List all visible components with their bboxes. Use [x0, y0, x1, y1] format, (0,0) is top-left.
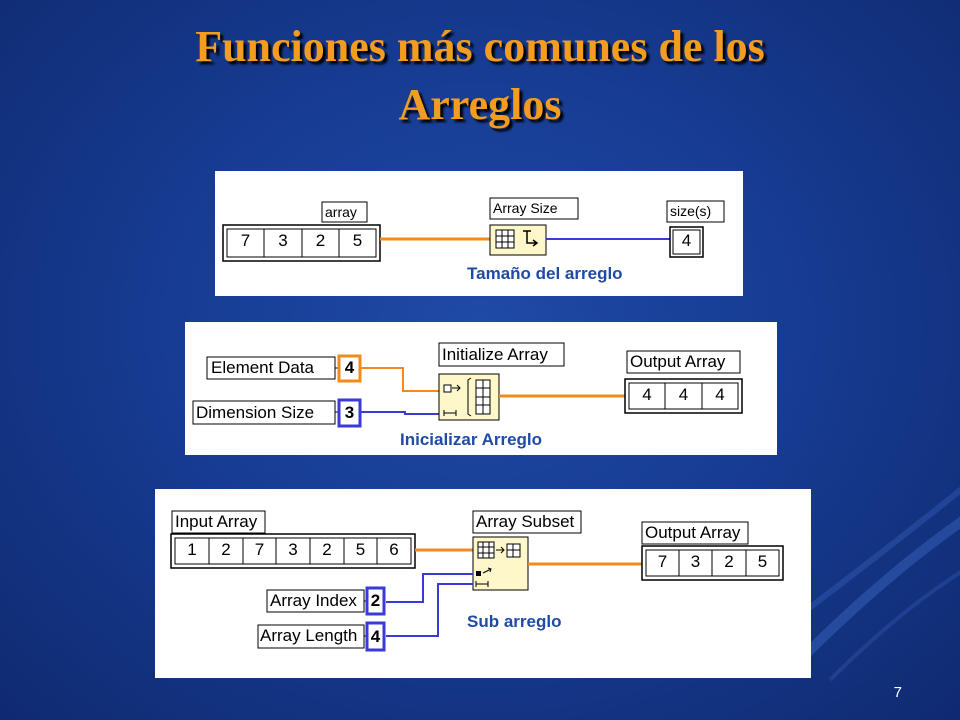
initialize-array-wiring: [192, 342, 743, 428]
array-subset-diagram: Input Array 1 2 7 3 2 5 6 Array Subset O…: [155, 489, 811, 678]
dimension-size-label: Dimension Size: [196, 403, 315, 422]
array-size-function-label: Array Size: [493, 200, 558, 216]
output-array-label: Output Array: [630, 352, 726, 371]
input-array-label: Input Array: [175, 512, 258, 531]
array-size-caption: Tamaño del arreglo: [467, 264, 623, 283]
array-subset-caption: Sub arreglo: [467, 612, 562, 631]
input-array-cell: 1: [187, 540, 197, 559]
title-line-2: Arreglos: [398, 80, 562, 129]
array-index-label: Array Index: [270, 591, 357, 610]
input-array-cell: 6: [389, 540, 399, 559]
array-subset-function-label: Array Subset: [476, 512, 575, 531]
initialize-array-function-label: Initialize Array: [442, 345, 548, 364]
array-size-icon: [489, 224, 547, 256]
page-number: 7: [893, 684, 902, 701]
title-line-1: Funciones más comunes de los: [195, 22, 765, 71]
array-length-value: 4: [370, 627, 381, 646]
output-array-cell: 4: [678, 385, 689, 404]
output-array-cell: 7: [657, 552, 668, 571]
array-index-value: 2: [370, 591, 381, 610]
array-label: array: [325, 204, 357, 220]
output-array-cell: 2: [724, 552, 734, 571]
array-cell: 5: [352, 231, 363, 250]
size-output-label: size(s): [670, 203, 712, 219]
input-array-cell: 2: [221, 540, 231, 559]
output-array-cell: 4: [715, 385, 725, 404]
input-array-cell: 2: [322, 540, 332, 559]
input-array-cell: 3: [288, 540, 298, 559]
input-array-cell: 7: [254, 540, 265, 559]
array-subset-wiring: [170, 510, 784, 652]
initialize-array-caption: Inicializar Arreglo: [400, 430, 543, 449]
size-output-value: 4: [681, 231, 692, 250]
output-array-cell: 3: [690, 552, 701, 571]
output-array-label: Output Array: [645, 523, 741, 542]
array-cell: 7: [240, 231, 251, 250]
output-array-cell: 5: [757, 552, 768, 571]
initialize-array-diagram: Element Data 4 Dimension Size 3 Initiali…: [185, 322, 777, 455]
initialize-array-icon: [438, 373, 500, 421]
array-subset-icon: [472, 536, 529, 591]
element-data-value: 4: [344, 358, 355, 377]
array-size-diagram: array 7 3 2 5 Array Size size(s) 4 Tamañ…: [215, 171, 743, 296]
slide-title: Funciones más comunes de los Arreglos: [0, 18, 960, 134]
array-length-label: Array Length: [260, 626, 358, 645]
output-array-cell: 4: [642, 385, 652, 404]
array-cell: 3: [278, 231, 288, 250]
dimension-size-value: 3: [344, 403, 355, 422]
input-array-cell: 5: [355, 540, 366, 559]
element-data-label: Element Data: [211, 358, 314, 377]
array-size-wiring: [222, 197, 725, 262]
array-cell: 2: [315, 231, 326, 250]
